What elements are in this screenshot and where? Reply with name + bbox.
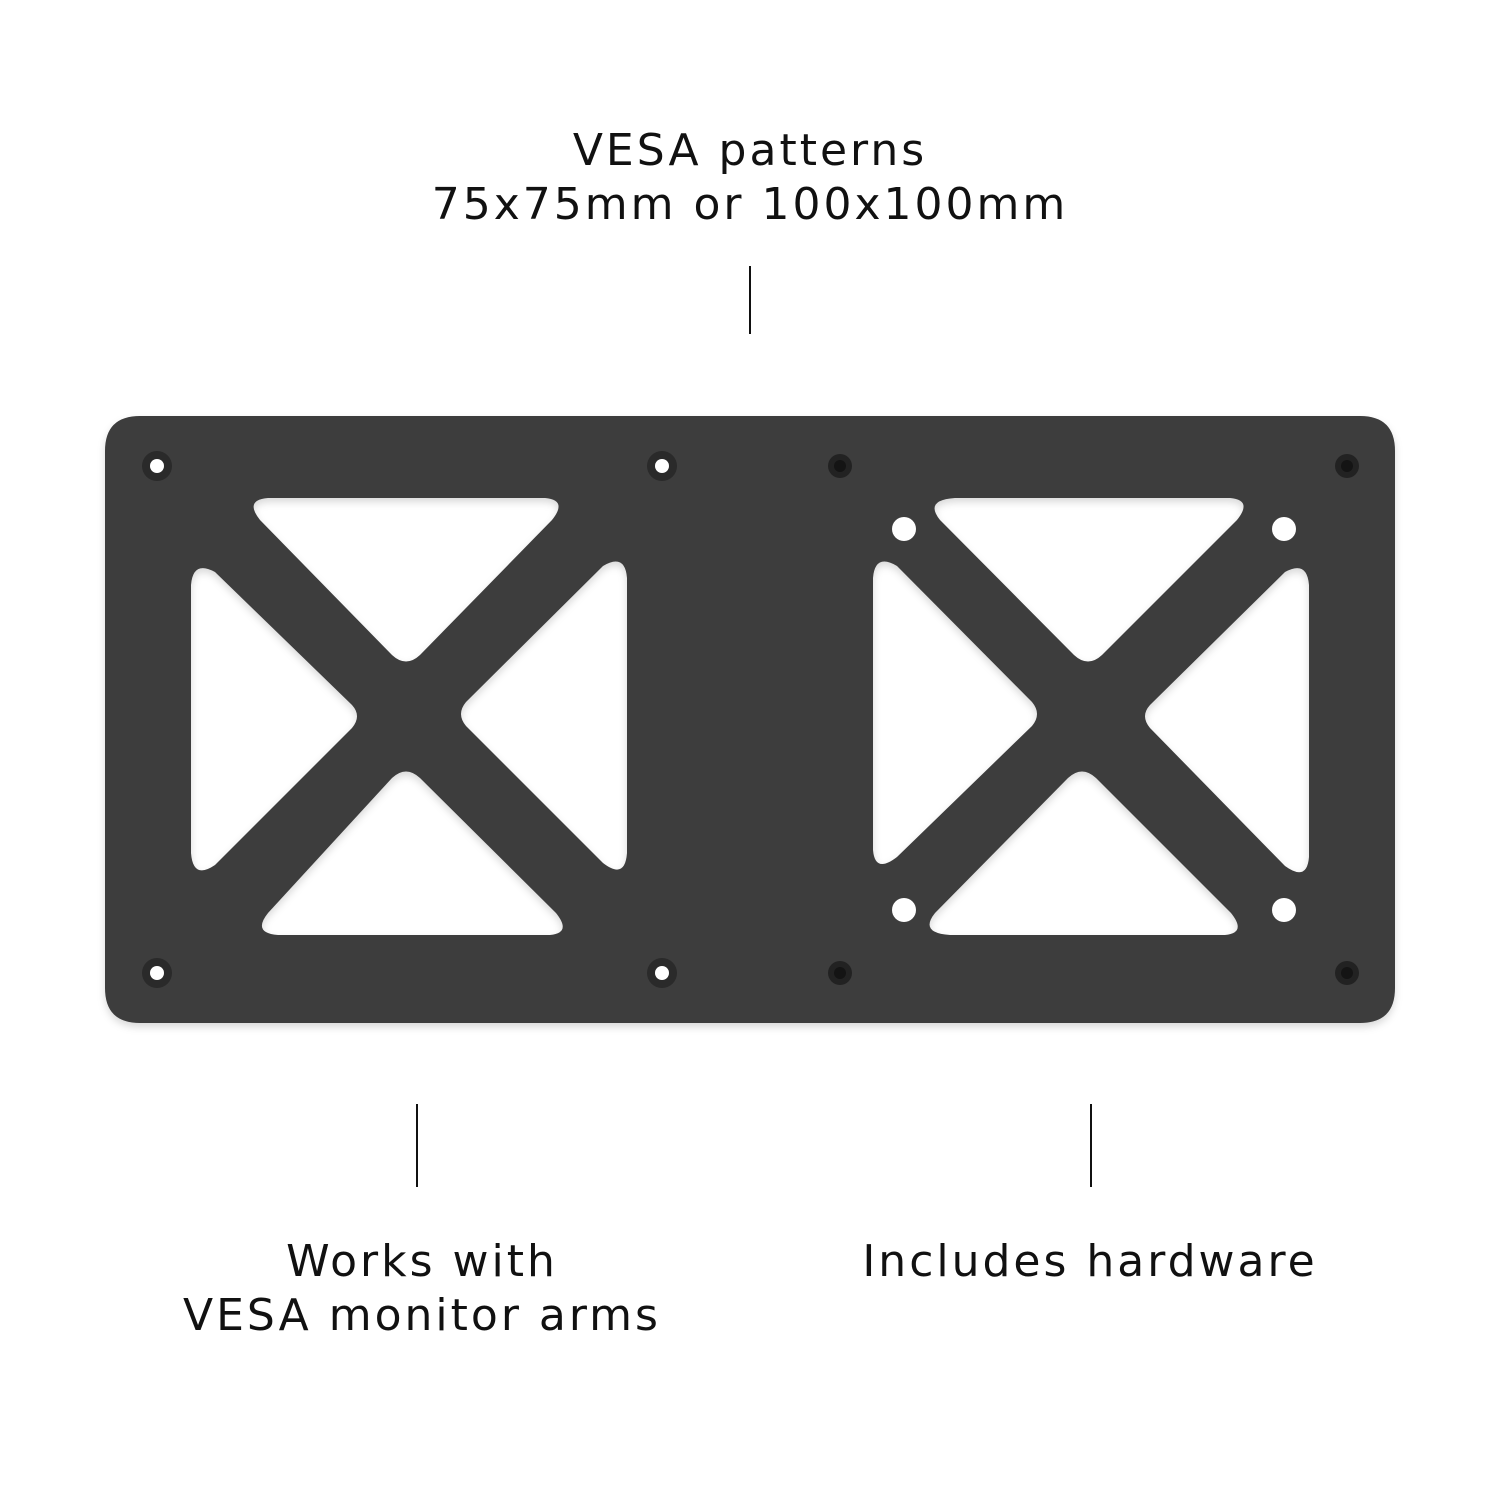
top-callout-line [749, 266, 751, 334]
screw-holes-75 [142, 451, 677, 988]
label-line: VESA patterns [572, 125, 928, 176]
hardware-label: Includes hardware [790, 1235, 1390, 1289]
vesa-patterns-label: VESA patterns 75x75mm or 100x100mm [300, 124, 1200, 232]
label-line: 75x75mm or 100x100mm [431, 179, 1069, 230]
screw-holes-100 [892, 517, 1296, 922]
label-line: VESA monitor arms [183, 1290, 661, 1341]
right-callout-line [1090, 1104, 1092, 1187]
label-line: Works with [286, 1236, 558, 1287]
monitor-arms-label: Works with VESA monitor arms [122, 1235, 722, 1343]
threaded-inserts [828, 454, 1359, 985]
label-line: Includes hardware [862, 1236, 1318, 1287]
left-callout-line [416, 1104, 418, 1187]
